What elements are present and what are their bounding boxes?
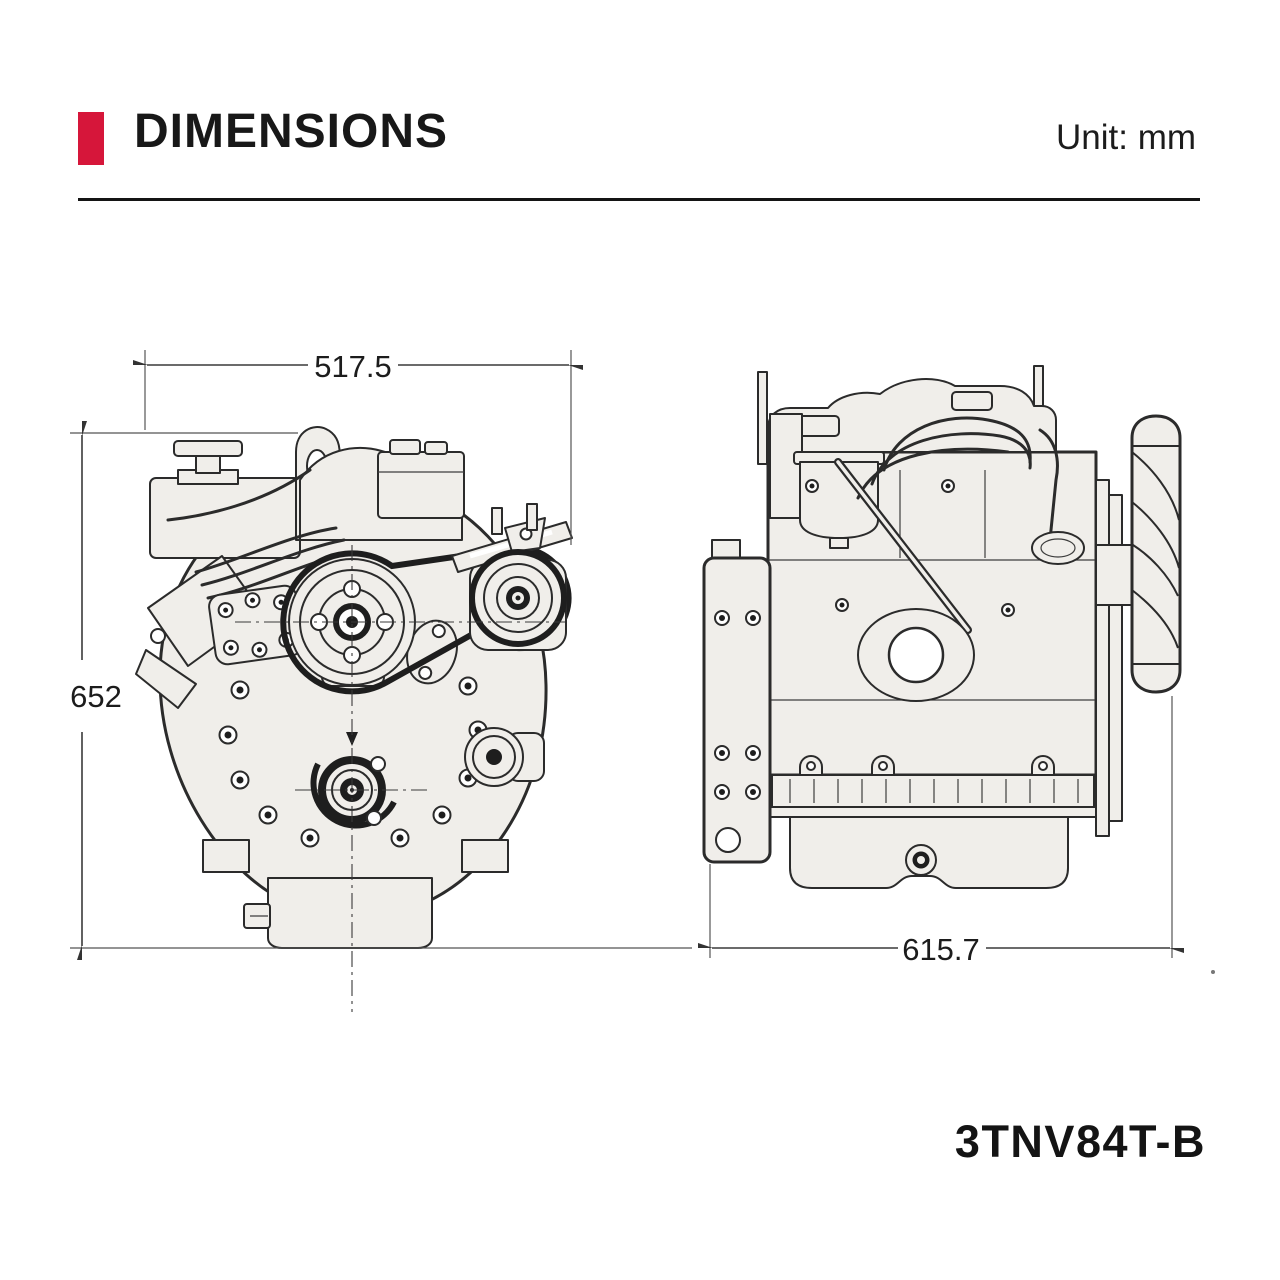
front-fuel-line-1 [194, 526, 338, 574]
side-starter [857, 608, 975, 702]
front-starter [464, 727, 545, 787]
side-mounting-plate [702, 539, 772, 864]
front-oil-pan [267, 877, 433, 949]
front-right-foot [461, 839, 509, 873]
side-injection-pipes [882, 416, 1032, 472]
dim-front-width: 517.5 [145, 349, 571, 545]
unit-label: Unit: mm [1056, 118, 1196, 157]
front-filler-cap [173, 440, 243, 457]
front-left-foot [202, 839, 250, 873]
front-alternator [451, 503, 573, 651]
front-filler-neck [195, 454, 221, 474]
engine-side-view [702, 365, 1182, 889]
engine-front-view [135, 426, 573, 1012]
side-crankcase-rail [761, 774, 1107, 818]
side-thermostat-housing [1031, 531, 1085, 565]
header-divider [78, 198, 1200, 201]
side-cooling-fan [1130, 414, 1182, 694]
side-fuel-filter [793, 451, 885, 549]
dim-front-height: 652 [70, 433, 692, 948]
dim-side-length: 615.7 [710, 696, 1172, 967]
page-title: DIMENSIONS [134, 105, 449, 158]
stray-dot [1211, 970, 1215, 974]
section-marker-icon [78, 112, 104, 165]
front-width-value: 517.5 [314, 349, 392, 384]
side-length-value: 615.7 [902, 932, 980, 967]
side-crank-pulley-stack [1095, 479, 1133, 837]
front-height-value: 652 [70, 679, 122, 714]
front-intake-box [377, 451, 465, 519]
front-fuel-line-2 [200, 538, 346, 587]
model-label: 3TNV84T-B [954, 1116, 1206, 1167]
front-flange-bolts [218, 676, 488, 848]
